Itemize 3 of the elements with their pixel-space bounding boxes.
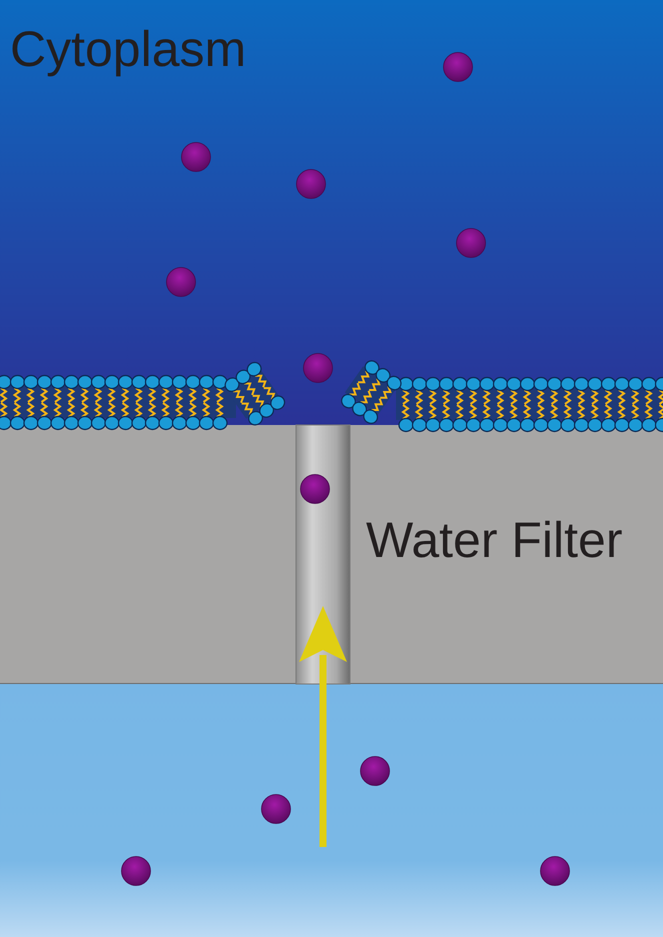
filter-block: [0, 425, 663, 684]
region-label: Cytoplasm: [10, 24, 246, 74]
region-label: Water Filter: [366, 515, 622, 565]
